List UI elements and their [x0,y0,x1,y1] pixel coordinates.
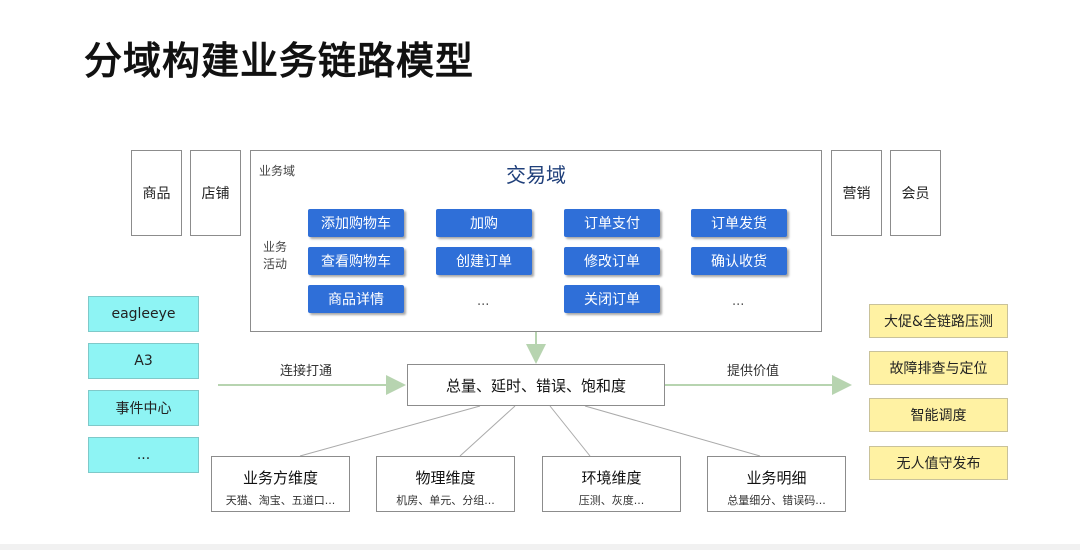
domain-box-product: 商品 [131,150,182,236]
activity-ship-order: 订单发货 [691,209,787,237]
connect-label: 连接打通 [280,364,333,379]
dimension-title: 业务方维度 [242,469,318,487]
output-stress-test: 大促&全链路压测 [869,304,1008,338]
dimension-business-detail: 业务明细 总量细分、错误码... [707,456,846,512]
activity-create-order: 创建订单 [436,247,532,275]
source-more: ... [88,437,199,473]
link-dim-1 [299,405,481,457]
link-dim-2 [459,405,516,457]
output-troubleshooting: 故障排查与定位 [869,351,1008,385]
activity-add-purchase: 加购 [436,209,532,237]
provide-value-label: 提供价值 [727,364,780,379]
dimension-title: 业务明细 [746,469,807,487]
dimension-subtitle: 机房、单元、分组... [396,494,495,507]
bottom-divider [0,544,1080,550]
source-a3: A3 [88,343,199,379]
page-title: 分域构建业务链路模型 [84,39,475,83]
activity-order-pay: 订单支付 [564,209,660,237]
domain-box-store: 店铺 [190,150,241,236]
dimension-subtitle: 压测、灰度... [578,494,645,507]
domain-box-member: 会员 [890,150,941,236]
source-event-center: 事件中心 [88,390,199,426]
activity-close-order: 关闭订单 [564,285,660,313]
dimension-physical: 物理维度 机房、单元、分组... [376,456,515,512]
business-domain-label: 业务域 [259,164,296,178]
activity-more-col2: ... [477,294,490,309]
activity-modify-order: 修改订单 [564,247,660,275]
dimension-title: 物理维度 [415,469,476,487]
link-dim-3 [549,405,591,457]
output-smart-scheduling: 智能调度 [869,398,1008,432]
activity-more-col4: ... [732,294,745,309]
business-activity-label-1: 业务 [263,240,288,254]
business-activity-label-2: 活动 [263,257,288,271]
output-unattended-release: 无人值守发布 [869,446,1008,480]
activity-confirm-receipt: 确认收货 [691,247,787,275]
link-dim-4 [584,405,761,457]
dimension-subtitle: 总量细分、错误码... [727,494,826,507]
dimension-environment: 环境维度 压测、灰度... [542,456,681,512]
source-eagleeye: eagleeye [88,296,199,332]
trade-domain-box: 交易域 业务域 业务 活动 添加购物车 查看购物车 商品详情 加购 创建订单 .… [250,150,822,332]
dimension-subtitle: 天猫、淘宝、五道口... [225,494,336,507]
activity-view-cart: 查看购物车 [308,247,404,275]
metrics-center-box: 总量、延时、错误、饱和度 [407,364,665,406]
activity-product-detail: 商品详情 [308,285,404,313]
domain-title: 交易域 [506,163,566,187]
activity-add-cart: 添加购物车 [308,209,404,237]
domain-box-marketing: 营销 [831,150,882,236]
dimension-title: 环境维度 [581,469,642,487]
dimension-business-party: 业务方维度 天猫、淘宝、五道口... [211,456,350,512]
